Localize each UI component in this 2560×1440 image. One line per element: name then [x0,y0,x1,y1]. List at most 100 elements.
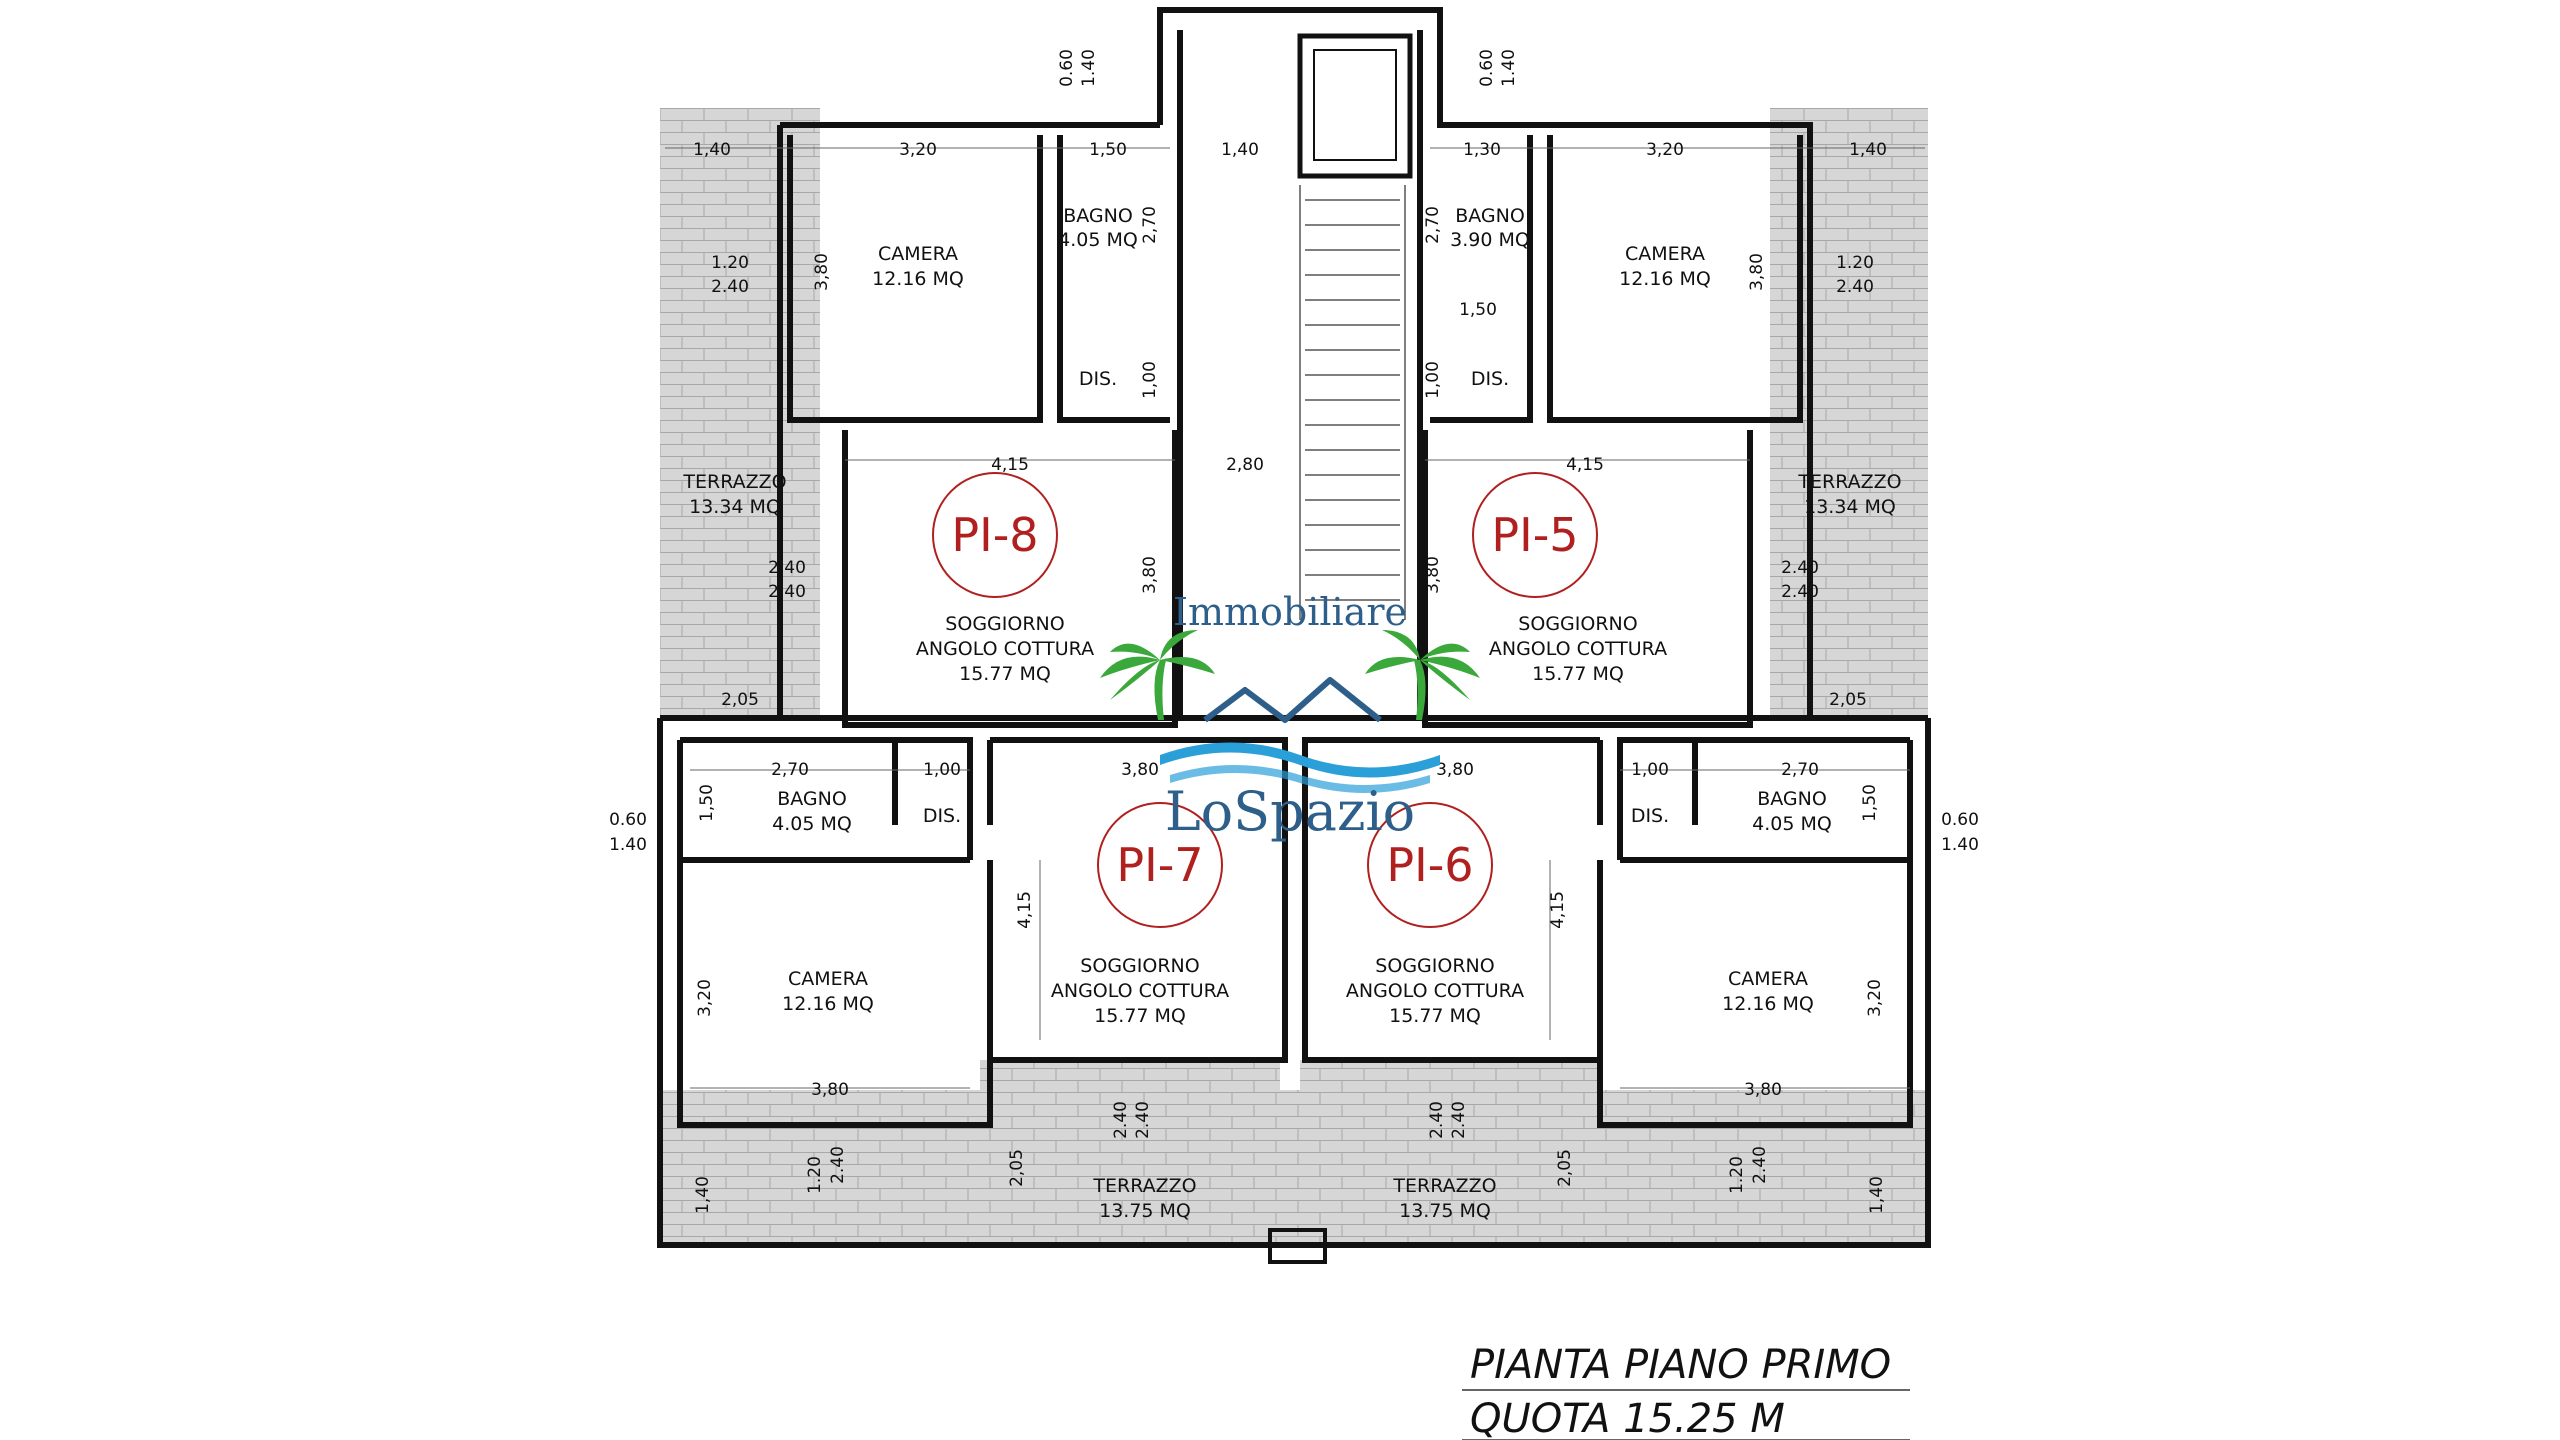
room-label: ANGOLO COTTURA [916,638,1094,660]
unit-circle-pi6 [1367,802,1493,928]
dim-label: 3,80 [1140,556,1160,594]
room-area: 4.05 MQ [772,813,852,835]
dim-label: 2,70 [771,760,809,780]
room-label: TERRAZZO [1392,1175,1496,1197]
unit-circle-pi7 [1097,802,1223,928]
room-area: 12.16 MQ [782,993,874,1015]
dim-label: 1,40 [693,1176,713,1214]
dim-label: 2.40 [1836,277,1874,297]
dimension-labels-vertical: 0.60 1.40 0.60 1.40 3,80 2,70 2,70 3,80 … [693,49,1887,1214]
dim-label: 1.40 [1079,49,1099,87]
dim-label: 1.40 [1941,835,1979,855]
room-label: TERRAZZO [1797,471,1901,493]
room-label: TERRAZZO [682,471,786,493]
room-label: CAMERA [878,243,958,265]
room-label: ANGOLO COTTURA [1489,638,1667,660]
dim-label: 3,80 [1436,760,1474,780]
room-label: ANGOLO COTTURA [1346,980,1524,1002]
palm-left-icon [1100,630,1215,720]
unit-code-pi5: PI-5 [1491,508,1578,562]
terraces [660,108,1928,1242]
dim-label: 1,00 [1631,760,1669,780]
dim-label: 4,15 [991,455,1029,475]
dim-label: 4,15 [1548,891,1568,929]
unit-circle-pi5 [1472,472,1598,598]
dim-label: 1.40 [609,835,647,855]
room-label: DIS. [923,805,961,827]
room-area: 15.77 MQ [1532,663,1624,685]
dim-label: 3,20 [899,140,937,160]
caption-line1: PIANTA PIANO PRIMO [1470,1342,1891,1388]
dim-label: 2.40 [1449,1101,1469,1139]
dim-label: 4,15 [1566,455,1604,475]
dim-label: 2,80 [1226,455,1264,475]
dim-label: 2,70 [1423,206,1443,244]
room-area: 13.75 MQ [1399,1200,1491,1222]
wave-icon [1160,742,1440,793]
unit-code-pi6: PI-6 [1386,838,1473,892]
dim-label: 3,80 [1747,253,1767,291]
dim-label: 2,05 [721,690,759,710]
dim-label: 1,00 [923,760,961,780]
dim-label: 1,40 [693,140,731,160]
room-label: TERRAZZO [1092,1175,1196,1197]
dim-label: 1.20 [805,1156,825,1194]
room-label: BAGNO [1757,788,1827,810]
room-label: CAMERA [788,968,868,990]
palm-right-icon [1365,630,1480,720]
dim-label: 2,05 [1007,1149,1027,1187]
room-area: 12.16 MQ [1722,993,1814,1015]
dim-label: 0.60 [1057,49,1077,87]
room-area: 4.05 MQ [1752,813,1832,835]
dimension-labels: 1,40 3,20 1,50 1,40 1,30 3,20 1,40 1.20 … [609,140,1979,1440]
dim-label: 1,40 [1221,140,1259,160]
room-label: CAMERA [1728,968,1808,990]
room-area: 15.77 MQ [1389,1005,1481,1027]
room-area: 13.34 MQ [1804,496,1896,518]
dim-label: 2,70 [1781,760,1819,780]
dim-label: 1,40 [1867,1176,1887,1214]
dim-label: 2.40 [1427,1101,1447,1139]
dim-label: 2.40 [768,558,806,578]
room-label: SOGGIORNO [945,613,1064,635]
dim-label: 2,05 [1829,690,1867,710]
dim-label: 0.60 [609,810,647,830]
dim-label: 1,50 [1459,300,1497,320]
dim-label: 3,80 [1744,1080,1782,1100]
room-area: 13.34 MQ [689,496,781,518]
dim-label: 3,80 [811,1080,849,1100]
dim-label: 3,20 [1865,979,1885,1017]
walls [657,7,1931,1264]
unit-codes: PI-8 PI-5 PI-7 PI-6 [932,472,1598,928]
unit-code-pi8: PI-8 [951,508,1038,562]
dim-label: 2.40 [1750,1146,1770,1184]
room-label: DIS. [1471,368,1509,390]
dim-label: 1,40 [1849,140,1887,160]
dim-label: 1,50 [697,784,717,822]
room-area: 12.16 MQ [872,268,964,290]
dim-label: 2.40 [711,277,749,297]
room-labels: CAMERA 12.16 MQ CAMERA 12.16 MQ BAGNO 4.… [682,205,1901,1222]
room-label: DIS. [1079,368,1117,390]
dim-label: 2,05 [1555,1149,1575,1187]
dimension-lines [665,147,1925,1089]
dim-label: 2.40 [1781,558,1819,578]
terrace-left [660,108,820,718]
dim-label: 2,70 [1140,206,1160,244]
dim-label: 1,00 [1140,361,1160,399]
room-label: SOGGIORNO [1375,955,1494,977]
room-label: DIS. [1631,805,1669,827]
dim-label: 3,80 [1121,760,1159,780]
room-label: BAGNO [777,788,847,810]
watermark-logo: Immobiliare LoSpazio [1100,590,1480,843]
room-area: 15.77 MQ [959,663,1051,685]
room-label: CAMERA [1625,243,1705,265]
room-area: 15.77 MQ [1094,1005,1186,1027]
watermark-line1: Immobiliare [1173,590,1407,634]
dim-label: 1.20 [1836,253,1874,273]
dim-label: 0.60 [1477,49,1497,87]
watermark-line2: LoSpazio [1165,780,1415,843]
room-area: 3.90 MQ [1450,229,1530,251]
house-icon [1203,677,1382,723]
